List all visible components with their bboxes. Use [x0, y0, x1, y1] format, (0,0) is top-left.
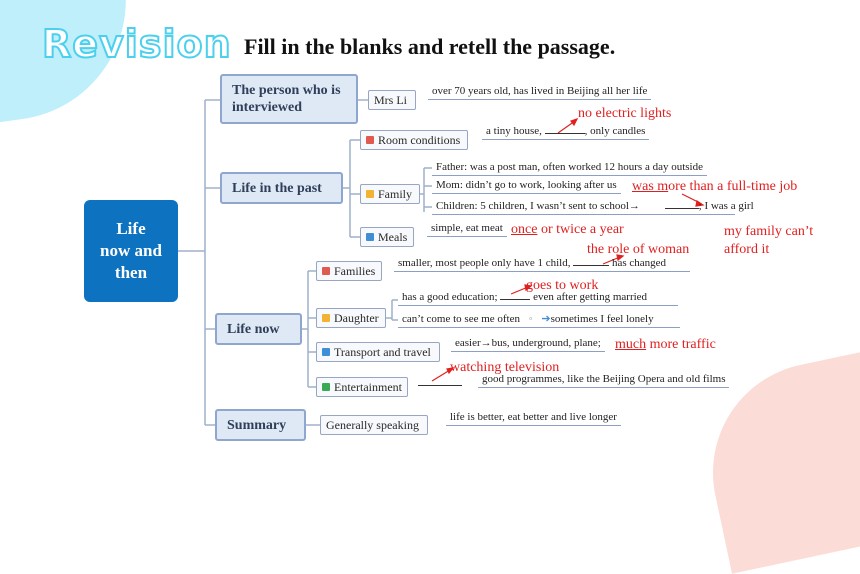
sub-entertainment-label: Entertainment — [334, 379, 402, 394]
sub-family-label: Family — [378, 186, 413, 201]
family-tag-icon — [366, 190, 374, 198]
families-blank — [573, 265, 610, 266]
leaf-entertainment: good programmes, like the Beijing Opera … — [478, 372, 730, 388]
leaf-children: Children: 5 children, I wasn’t sent to s… — [432, 199, 754, 215]
answer-goes-to-work: goes to work — [526, 278, 599, 293]
answer-traffic: more traffic — [646, 337, 716, 352]
daughter-tag-icon — [322, 314, 330, 322]
leaf-room-b: , only candles — [584, 125, 646, 137]
sub-daughter: Daughter — [316, 308, 386, 328]
root-node-life-now-and-then: Life now and then — [84, 200, 178, 302]
leaf-father: Father: was a post man, often worked 12 … — [432, 160, 707, 176]
room-blank — [544, 133, 585, 134]
families-tag-icon — [322, 267, 330, 275]
leaf-summary: life is better, eat better and live long… — [446, 410, 621, 426]
children-blank — [664, 208, 699, 209]
sub-generally-speaking: Generally speaking — [320, 415, 428, 435]
answer-much: much — [615, 337, 647, 352]
leaf-daughter-b-text: even after getting married — [533, 291, 648, 303]
sub-mrs-li: Mrs Li — [368, 90, 416, 110]
leaf-transport: easier→bus, underground, plane; — [451, 336, 605, 352]
answer-full-time-rest: ore than a full-time job — [668, 179, 798, 194]
sub-families: Families — [316, 261, 382, 281]
meals-tag-icon — [366, 233, 374, 241]
answer-once: once — [511, 222, 538, 237]
sub-meals: Meals — [360, 227, 414, 247]
leaf-mrs-li: over 70 years old, has lived in Beijing … — [428, 84, 652, 100]
answer-afford-line-2: afford it — [724, 242, 770, 257]
sub-room-label: Room conditions — [378, 132, 461, 147]
leaf-room-a: a tiny house, — [486, 125, 542, 137]
mindmap-connectors — [178, 99, 705, 426]
sub-transport-label: Transport and travel — [334, 344, 431, 359]
page-heading: Fill in the blanks and retell the passag… — [244, 34, 616, 59]
entertainment-tag-icon — [322, 383, 330, 391]
sub-transport-and-travel: Transport and travel — [316, 342, 440, 362]
room-tag-icon — [366, 136, 374, 144]
revision-title: Revision — [41, 21, 232, 67]
leaf-daughter-d-text: sometimes I feel lonely — [550, 313, 654, 325]
leaf-families-a: smaller, most people only have 1 child, — [398, 257, 571, 269]
root-line-1: Life — [116, 219, 146, 238]
answer-role-of-woman: the role of woman — [587, 242, 690, 257]
answer-afford: my family can’t afford it — [724, 223, 813, 259]
answer-no-electric-lights: no electric lights — [578, 106, 672, 121]
leaf-daughter-c: can’t come to see me often ◦ ➔sometimes … — [398, 312, 680, 328]
leaf-children-b: ; I was a girl — [698, 200, 754, 212]
answer-afford-line-1: my family can’t — [724, 224, 814, 239]
answer-much-more-traffic: much more traffic — [615, 337, 716, 353]
answer-full-time-job: was more than a full-time job — [632, 179, 797, 195]
root-line-2: now and — [100, 241, 162, 260]
daughter-blank — [500, 299, 531, 300]
sub-family: Family — [360, 184, 420, 204]
leaf-daughter-a-text: has a good education; — [402, 291, 498, 303]
answer-twice: or twice a year — [537, 222, 624, 237]
sub-meals-label: Meals — [378, 229, 408, 244]
branch-person-interviewed: The person who is interviewed — [220, 74, 358, 124]
entertainment-blank — [418, 385, 462, 386]
connector-dot-icon: ◦ — [528, 313, 533, 325]
root-line-3: then — [114, 263, 148, 282]
leaf-daughter-a: has a good education; even after getting… — [398, 290, 678, 306]
sub-daughter-label: Daughter — [334, 310, 379, 325]
leaf-daughter-c-text: can’t come to see me often — [402, 313, 520, 325]
arrow-right-icon: ➔ — [541, 313, 551, 325]
sub-families-label: Families — [334, 263, 376, 278]
branch-life-now: Life now — [215, 313, 302, 345]
leaf-families: smaller, most people only have 1 child, … — [394, 256, 690, 272]
branch-summary: Summary — [215, 409, 306, 441]
leaf-meals: simple, eat meat — [427, 221, 507, 237]
sub-entertainment: Entertainment — [316, 377, 408, 397]
branch-life-in-the-past: Life in the past — [220, 172, 343, 204]
answer-once-or-twice: once or twice a year — [511, 222, 624, 238]
leaf-families-b: has changed — [611, 257, 667, 269]
leaf-children-a: Children: 5 children, I wasn’t sent to s… — [436, 200, 640, 212]
answer-watching-television: watching television — [450, 360, 560, 375]
leaf-room: a tiny house, , only candles — [482, 124, 650, 140]
sub-room-conditions: Room conditions — [360, 130, 468, 150]
transport-tag-icon — [322, 348, 330, 356]
leaf-mom: Mom: didn’t go to work, looking after us — [432, 178, 621, 194]
answer-full-time-underlined: was m — [632, 179, 669, 194]
